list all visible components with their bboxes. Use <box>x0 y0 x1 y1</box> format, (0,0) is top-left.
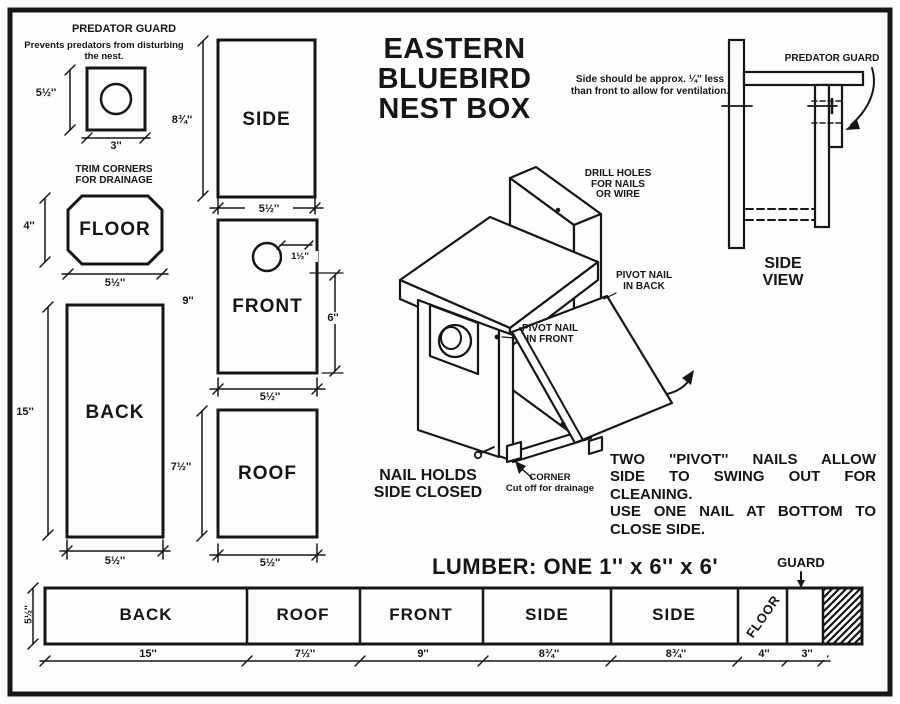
corner-arrow <box>520 467 533 479</box>
predator-guard-drawing <box>64 64 151 144</box>
ventilation-note: Side should be approx. ¼'' less than fro… <box>570 74 730 97</box>
predator-guard-title: PREDATOR GUARD <box>71 23 177 35</box>
front-drawing <box>209 218 344 397</box>
back-drawing <box>42 301 171 560</box>
front-hole-height-dim: 6'' <box>321 312 345 324</box>
lumber-dim-guard: 3'' <box>787 648 827 660</box>
side-drawing <box>197 35 324 215</box>
floor-width-dim: 5½'' <box>104 277 126 289</box>
front-hole-dim: 1½'' <box>282 251 318 262</box>
assembly-drawing <box>398 165 694 479</box>
pivot-nail-front-note: PIVOT NAIL IN FRONT <box>521 323 579 345</box>
drill-holes-note: DRILL HOLES FOR NAILS OR WIRE <box>584 168 652 200</box>
side-view-drawing <box>721 38 875 250</box>
back-width-dim: 5½'' <box>104 555 126 567</box>
page-title-line1: EASTERN <box>383 33 526 65</box>
closing-nail <box>473 450 483 460</box>
sheet-border <box>7 7 893 697</box>
page-title-line2: BLUEBIRD <box>377 63 532 95</box>
pivot-instructions: TWO ''PIVOT'' NAILS ALLOW SIDE TO SWING … <box>610 451 876 538</box>
lumber-guard-label: GUARD <box>777 555 825 570</box>
roof-drawing <box>196 405 326 563</box>
floor-drawing <box>39 192 169 280</box>
front-height-dim: 9'' <box>182 295 194 307</box>
lumber-dim-side2: 8¾'' <box>644 648 708 660</box>
back-part-label: BACK <box>85 402 145 423</box>
back-height-dim: 15'' <box>16 406 34 418</box>
roof-height-dim: 7½'' <box>170 461 192 473</box>
side-part-label: SIDE <box>242 109 291 130</box>
side-width-dim: 5½'' <box>245 203 293 215</box>
lumber-section-side1: SIDE <box>525 605 569 624</box>
lumber-dim-side1: 8¾'' <box>517 648 581 660</box>
lumber-dim-front: 9'' <box>391 648 455 660</box>
predator-guard-note: Prevents predators from disturbing the n… <box>24 40 184 62</box>
predator-guard-width-dim: 3'' <box>110 140 122 152</box>
nail-holds-note: NAIL HOLDS SIDE CLOSED <box>373 467 483 501</box>
lumber-section-front: FRONT <box>389 605 453 624</box>
side-view-guard-label: PREDATOR GUARD <box>784 53 880 64</box>
lumber-section-floor: FLOOR <box>742 592 783 640</box>
front-width-dim: 5½'' <box>246 391 294 403</box>
guard-pointer-arrow <box>850 67 875 126</box>
corner-note: CORNER Cut off for drainage <box>505 472 595 494</box>
side-view-caption: SIDE VIEW <box>762 255 804 289</box>
floor-drainage-note: TRIM CORNERS FOR DRAINAGE <box>75 164 153 186</box>
page-title-line3: NEST BOX <box>378 93 531 125</box>
front-part-label: FRONT <box>232 296 303 317</box>
lumber-section-side2: SIDE <box>652 605 696 624</box>
lumber-board-width-dim: 5½'' <box>23 605 35 624</box>
lumber-dim-floor: 4'' <box>742 648 786 660</box>
lumber-section-roof: ROOF <box>276 605 330 624</box>
side-height-dim: 8¾'' <box>171 114 193 126</box>
floor-part-label: FLOOR <box>79 219 151 240</box>
floor-height-dim: 4'' <box>23 220 35 232</box>
predator-guard-height-dim: 5½'' <box>35 87 57 99</box>
lumber-section-back: BACK <box>119 605 173 624</box>
lumber-dim-roof: 7½'' <box>273 648 337 660</box>
lumber-dim-back: 15'' <box>116 648 180 660</box>
roof-width-dim: 5½'' <box>246 557 294 569</box>
lumber-bar-drawing <box>27 571 864 667</box>
lumber-title: LUMBER: ONE 1'' x 6'' x 6' <box>431 554 719 579</box>
roof-part-label: ROOF <box>238 463 297 484</box>
waste-hatch <box>823 588 862 644</box>
page-title: EASTERN BLUEBIRD NEST BOX <box>362 34 547 124</box>
pivot-nail-back-note: PIVOT NAIL IN BACK <box>615 270 673 292</box>
